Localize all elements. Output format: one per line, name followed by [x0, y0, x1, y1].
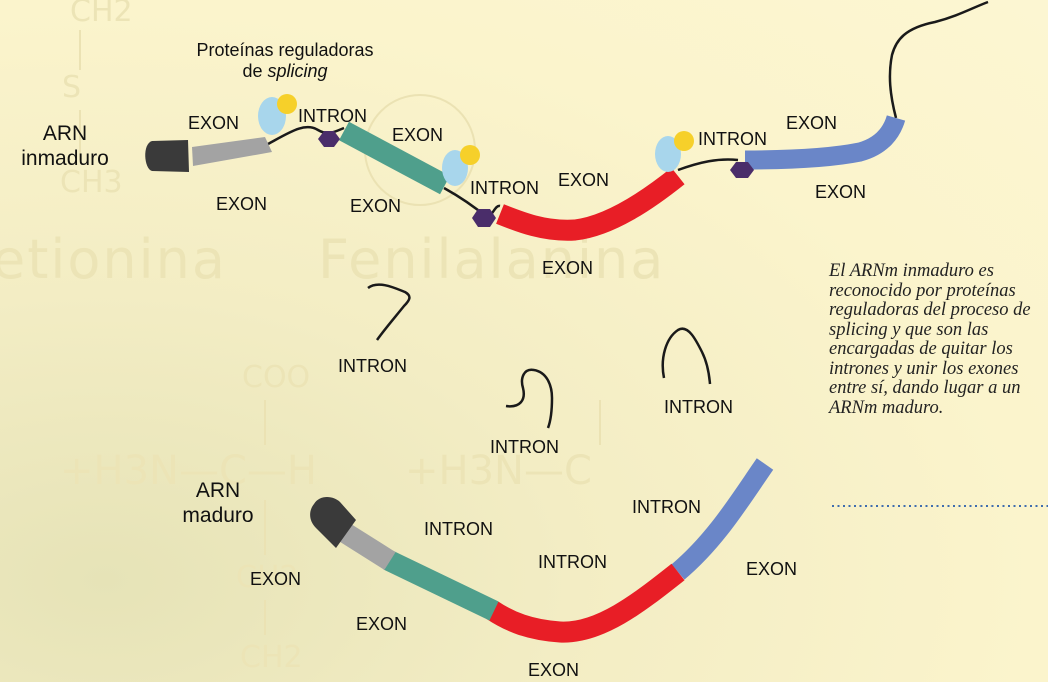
top-exon-label-2b: EXON [350, 196, 402, 216]
exon-gray-bottom [338, 523, 396, 570]
excised-intron-label-a: INTRON [338, 356, 407, 376]
regulatory-proteins-label-text: Proteínas reguladoras de [196, 40, 374, 81]
immature-rna [145, 0, 989, 241]
exon-blue-top [744, 114, 906, 170]
intron-strand-3 [677, 158, 739, 172]
regulatory-proteins-label: Proteínas reguladoras de splicing [160, 40, 410, 82]
excised-intron-loop-a [367, 283, 411, 341]
bottom-exon-label-3: EXON [528, 660, 580, 680]
top-exon-label-1a: EXON [188, 113, 240, 133]
watermark-group-ch2-c: CH2 [70, 0, 133, 29]
watermark-formula-left: +H3N—C—H [60, 448, 317, 494]
bottom-intron-label-1: INTRON [424, 519, 493, 539]
watermark-word-phenylalanine: Fenilalanina [318, 228, 666, 291]
splice-site-hexagon-2 [472, 209, 496, 227]
top-exon-label-4b: EXON [815, 182, 867, 202]
immature-rna-label: ARN inmaduro [21, 122, 109, 170]
bottom-exon-label-4: EXON [746, 559, 798, 579]
bottom-exon-label-1: EXON [250, 569, 302, 589]
tail-strand [888, 0, 989, 119]
splice-site-hexagon-3 [730, 162, 754, 178]
watermark-group-s: S [62, 70, 82, 105]
watermark-group-coo: COO [242, 360, 311, 395]
top-intron-label-2: INTRON [470, 178, 539, 198]
cap-5prime-bottom [310, 497, 356, 548]
excised-intron-label-c: INTRON [664, 397, 733, 417]
exon-red-top [496, 167, 685, 241]
cap-5prime [145, 140, 189, 172]
exon-blue-bottom [671, 458, 774, 580]
exon-gray-top [192, 137, 272, 166]
excised-intron-loop-b [505, 368, 554, 429]
bottom-intron-label-3: INTRON [632, 497, 701, 517]
top-intron-label-3: INTRON [698, 129, 767, 149]
mature-rna [310, 458, 774, 643]
exon-red-bottom [486, 563, 685, 643]
top-intron-label-1: INTRON [298, 106, 367, 126]
splice-site-hexagon-1 [318, 131, 340, 147]
regulatory-protein-yellow-3 [674, 131, 694, 151]
regulatory-proteins-label-italic: splicing [267, 61, 328, 81]
intron-strand-1 [267, 125, 345, 146]
top-exon-label-3b: EXON [542, 258, 594, 278]
excised-intron-label-b: INTRON [490, 437, 559, 457]
top-exon-label-3a: EXON [558, 170, 610, 190]
top-exon-label-2a: EXON [392, 125, 444, 145]
exon-green-top [339, 121, 450, 195]
explanation-caption: El ARNm inmaduro es reconocido por prote… [829, 261, 1031, 418]
watermark-group-ch2-b: CH2 [240, 640, 303, 675]
bottom-exon-label-2: EXON [356, 614, 408, 634]
watermark-formula-right: +H3N—C [405, 448, 592, 494]
bottom-intron-label-2: INTRON [538, 552, 607, 572]
regulatory-protein-yellow-2 [460, 145, 480, 165]
watermark-group-ch3: CH3 [60, 165, 123, 200]
exon-green-bottom [383, 550, 499, 621]
mature-rna-label: ARN maduro [182, 479, 254, 527]
watermark-word-methionine: etionina [0, 228, 227, 291]
watermark-group-ch2-a: CH2 [236, 560, 299, 595]
top-exon-label-1b: EXON [216, 194, 268, 214]
regulatory-protein-blue-3 [655, 136, 681, 172]
excised-intron-loop-c [661, 327, 712, 385]
regulatory-protein-yellow-1 [277, 94, 297, 114]
excised-introns [367, 283, 712, 429]
top-exon-label-4a: EXON [786, 113, 838, 133]
